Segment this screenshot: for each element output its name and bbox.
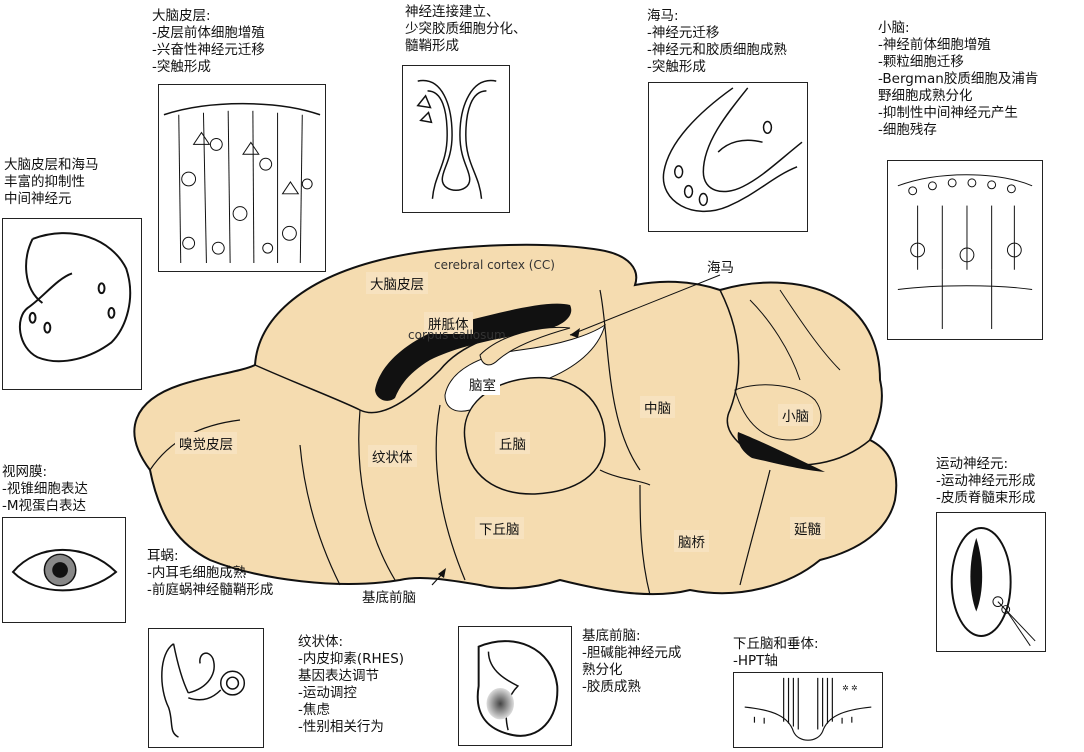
cerebellum-shape <box>719 289 871 466</box>
label-medulla: 延髓 <box>790 517 825 539</box>
thalamus-shape <box>463 376 606 495</box>
connections-panel <box>402 65 510 213</box>
label-midbrain: 中脑 <box>640 396 675 418</box>
label-hippocampus: 海马 <box>707 260 734 276</box>
note-connections: 神经连接建立、 少突胶质细胞分化、 髓鞘形成 <box>405 4 527 54</box>
label-pons: 脑桥 <box>674 530 709 552</box>
label-thalamus: 丘脑 <box>495 432 530 454</box>
label-olfactory: 嗅觉皮层 <box>175 432 237 454</box>
corpus-callosum-shape <box>375 303 572 401</box>
ear-panel <box>148 628 264 748</box>
label-corpus-callosum-en: corpus callosum <box>408 328 506 342</box>
note-cerebellum-dev: 小脑: -神经前体细胞增殖 -颗粒细胞迁移 -Bergman胶质细胞及浦肯 野细… <box>878 20 1039 138</box>
label-corpus-callosum: 胼胝体 <box>424 312 473 334</box>
label-cerebellum: 小脑 <box>778 404 813 426</box>
cortex-cells-panel <box>158 84 326 272</box>
label-hypothalamus: 下丘脑 <box>475 517 524 539</box>
hippocampus-panel <box>648 82 808 232</box>
label-striatum: 纹状体 <box>368 445 417 467</box>
label-cortex-cc: cerebral cortex (CC) <box>434 258 555 272</box>
cortex-hippocampus-panel <box>2 218 142 390</box>
label-ventricle: 脑室 <box>465 373 500 395</box>
note-interneurons: 大脑皮层和海马 丰富的抑制性 中间神经元 <box>4 157 99 207</box>
note-retina: 视网膜: -视锥细胞表达 -M视蛋白表达 <box>2 464 88 514</box>
cerebellum-cells-panel <box>887 160 1043 340</box>
motor-neuron-panel <box>936 512 1046 652</box>
label-basal-forebrain: 基底前脑 <box>362 590 416 606</box>
svg-text:✲ ✲: ✲ ✲ <box>842 684 858 693</box>
label-cortex: 大脑皮层 <box>366 272 428 294</box>
hypothalamus-pituitary-panel: ✲ ✲ <box>733 672 883 748</box>
fourth-ventricle <box>737 432 825 472</box>
note-striatum-dev: 纹状体: -内皮抑素(RHES) 基因表达调节 -运动调控 -焦虑 -性别相关行… <box>298 634 405 735</box>
note-hippocampus-dev: 海马: -神经元迁移 -神经元和胶质细胞成熟 -突触形成 <box>647 8 787 75</box>
note-cortex-dev: 大脑皮层: -皮层前体细胞增殖 -兴奋性神经元迁移 -突触形成 <box>152 8 265 75</box>
note-hpt: 下丘脑和垂体: -HPT轴 <box>733 636 819 669</box>
note-basal-forebrain-dev: 基底前脑: -胆碱能神经元成 熟分化 -胶质成熟 <box>582 628 682 695</box>
basal-forebrain-panel <box>458 626 572 746</box>
note-cochlea: 耳蜗: -内耳毛细胞成熟 -前庭蜗神经髓鞘形成 <box>147 548 274 598</box>
note-motor: 运动神经元: -运动神经元形成 -皮质脊髓束形成 <box>936 456 1036 506</box>
hippocampus-shape <box>479 326 571 366</box>
retina-eye-panel <box>2 517 126 623</box>
